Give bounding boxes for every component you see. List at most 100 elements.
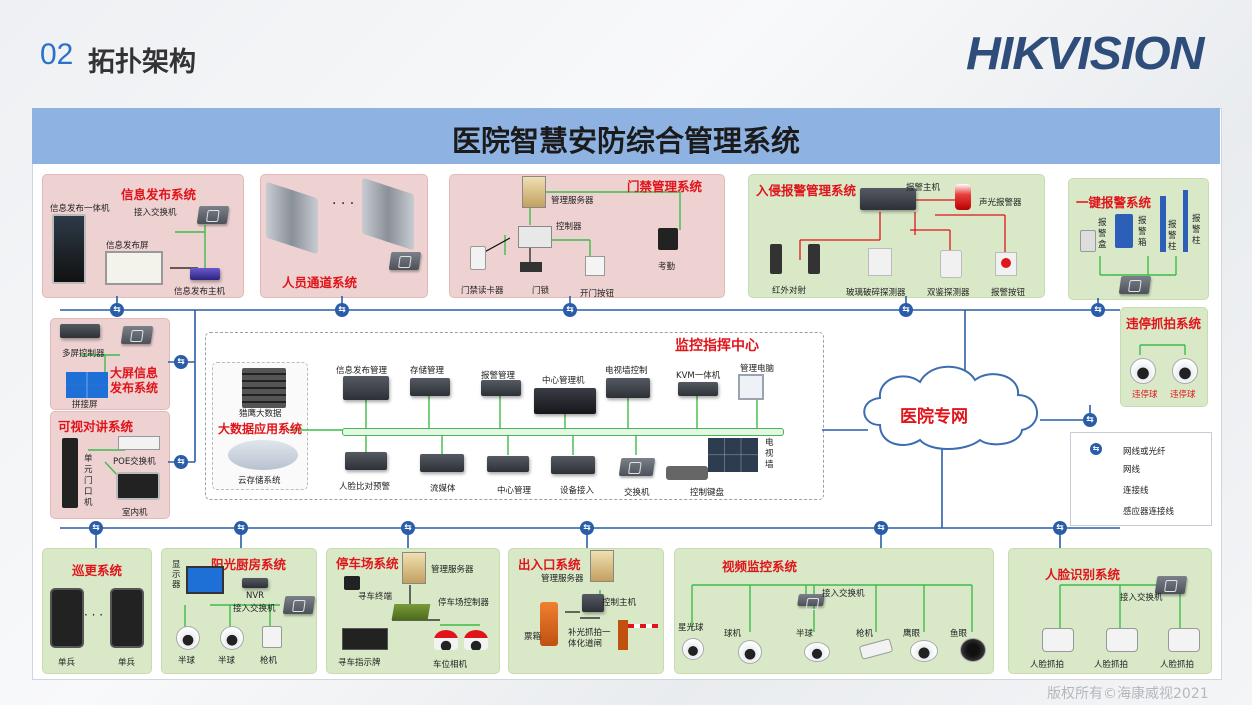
network-node: ⇆ xyxy=(174,455,188,469)
center-management-server-icon xyxy=(487,456,529,472)
strobe-siren-icon xyxy=(955,184,971,210)
switch-icon xyxy=(388,252,422,270)
legend-item: 网线或光纤 xyxy=(1123,447,1166,457)
info-release-label: 信息发布主机 xyxy=(174,287,226,297)
poe-switch-icon xyxy=(118,436,160,450)
host-icon xyxy=(190,268,220,280)
network-cloud-label: 医院专网 xyxy=(900,407,968,427)
switch-icon xyxy=(120,326,154,344)
kiosk-icon xyxy=(52,214,86,284)
body-camera-icon xyxy=(50,588,84,648)
entrance-label: 票箱 xyxy=(524,632,542,642)
center-device-label: 存储管理 xyxy=(410,366,445,376)
ellipsis: · · · xyxy=(84,608,104,622)
bigdata-title: 大数据应用系统 xyxy=(218,422,303,436)
center-device-label: 中心管理机 xyxy=(542,376,585,386)
intrusion-label: 声光报警器 xyxy=(979,198,1022,208)
patrol-label: 单兵 xyxy=(118,658,136,668)
video-label: 鹰眼 xyxy=(903,629,921,639)
personnel-title: 人员通道系统 xyxy=(282,275,358,290)
face-label: 人脸抓拍 xyxy=(1030,660,1065,670)
kitchen-label: 半球 xyxy=(178,656,196,666)
access-label: 门禁读卡器 xyxy=(461,286,504,296)
kitchen-title: 阳光厨房系统 xyxy=(211,557,287,572)
car-search-terminal-icon xyxy=(344,576,360,590)
legend-item: 网线 xyxy=(1123,465,1141,475)
center-device-label: 中心管理 xyxy=(497,486,532,496)
face-comparison-server-icon xyxy=(345,452,387,470)
parking-label: 管理服务器 xyxy=(431,565,474,575)
face-title: 人脸识别系统 xyxy=(1045,567,1121,582)
bigdata-label: 云存储系统 xyxy=(238,476,281,486)
kitchen-label: 显示器 xyxy=(172,560,181,590)
video-title: 视频监控系统 xyxy=(722,559,798,574)
network-node: ⇆ xyxy=(110,303,124,317)
center-device-label: 交换机 xyxy=(624,488,650,498)
access-label: 门锁 xyxy=(532,286,550,296)
server-icon xyxy=(402,552,426,584)
intrusion-title: 入侵报警管理系统 xyxy=(756,183,857,198)
face-capture-camera-icon xyxy=(1042,628,1074,652)
tv-wall-label: 电视墙 xyxy=(765,438,774,470)
dual-detector-icon xyxy=(940,250,962,278)
onekey-label: 报警盒 xyxy=(1098,218,1107,250)
network-node: ⇆ xyxy=(1053,521,1067,535)
parking-label: 寻车终端 xyxy=(358,592,393,602)
bigdata-server-icon xyxy=(242,368,286,408)
info-release-label: 信息发布屏 xyxy=(106,241,149,251)
door-station-icon xyxy=(62,438,78,508)
switch-icon xyxy=(282,596,316,614)
patrol-title: 巡更系统 xyxy=(72,563,123,578)
guidance-sign-icon xyxy=(342,628,388,650)
intrusion-label: 红外对射 xyxy=(772,286,807,296)
onekey-label: 报警箱 xyxy=(1138,216,1147,248)
kvm-icon xyxy=(678,382,718,396)
patrol-label: 单兵 xyxy=(58,658,76,668)
central-management-machine-icon xyxy=(534,388,596,414)
cloud-storage-icon xyxy=(228,440,298,470)
dome-camera-icon xyxy=(804,642,830,662)
attendance-icon xyxy=(658,228,678,250)
body-camera-icon xyxy=(110,588,144,648)
parking-violation-label: 违停球 xyxy=(1132,390,1158,400)
center-device-label: 信息发布管理 xyxy=(336,366,388,376)
parking-camera-icon xyxy=(464,630,488,650)
alarm-pillar-icon xyxy=(1183,190,1188,252)
card-reader-icon xyxy=(470,246,486,270)
network-node: ⇆ xyxy=(874,521,888,535)
network-node: ⇆ xyxy=(335,303,349,317)
intercom-title: 可视对讲系统 xyxy=(58,419,134,434)
ellipsis: · · · xyxy=(332,196,355,212)
access-label: 管理服务器 xyxy=(551,196,594,206)
kitchen-label: 接入交换机 xyxy=(233,604,276,614)
barrier-gate-icon xyxy=(618,620,628,650)
center-device-label: 设备接入 xyxy=(560,486,595,496)
tv-wall-icon xyxy=(708,438,758,472)
legend-network-icon: ⇆ xyxy=(1090,443,1102,455)
intrusion-label: 报警主机 xyxy=(906,183,941,193)
display-screen-icon xyxy=(105,251,163,285)
bigscreen-label: 拼接屏 xyxy=(72,400,98,410)
network-node: ⇆ xyxy=(234,521,248,535)
video-label: 星光球 xyxy=(678,623,704,633)
access-title: 门禁管理系统 xyxy=(627,179,703,194)
kitchen-label: 枪机 xyxy=(260,656,278,666)
center-device-label: 控制键盘 xyxy=(690,488,725,498)
face-label: 人脸抓拍 xyxy=(1160,660,1195,670)
alarm-box-icon xyxy=(1080,230,1096,252)
alarm-pillar-icon xyxy=(1160,196,1166,252)
onekey-label: 报警柱 xyxy=(1192,214,1201,246)
bigscreen-title: 大屏信息发布系统 xyxy=(110,366,159,395)
exit-button-icon xyxy=(585,256,605,276)
intrusion-label: 玻璃破碎探测器 xyxy=(846,288,906,298)
switch-icon xyxy=(618,458,656,476)
parking-controller-icon xyxy=(391,604,431,620)
kitchen-label: 半球 xyxy=(218,656,236,666)
bullet-camera-icon xyxy=(262,626,282,648)
barrier-arm-icon xyxy=(628,624,658,628)
dome-camera-icon xyxy=(220,626,244,650)
network-node: ⇆ xyxy=(174,355,188,369)
glass-break-detector-icon xyxy=(868,248,892,276)
server-icon xyxy=(522,176,546,208)
panel-video xyxy=(674,548,994,674)
